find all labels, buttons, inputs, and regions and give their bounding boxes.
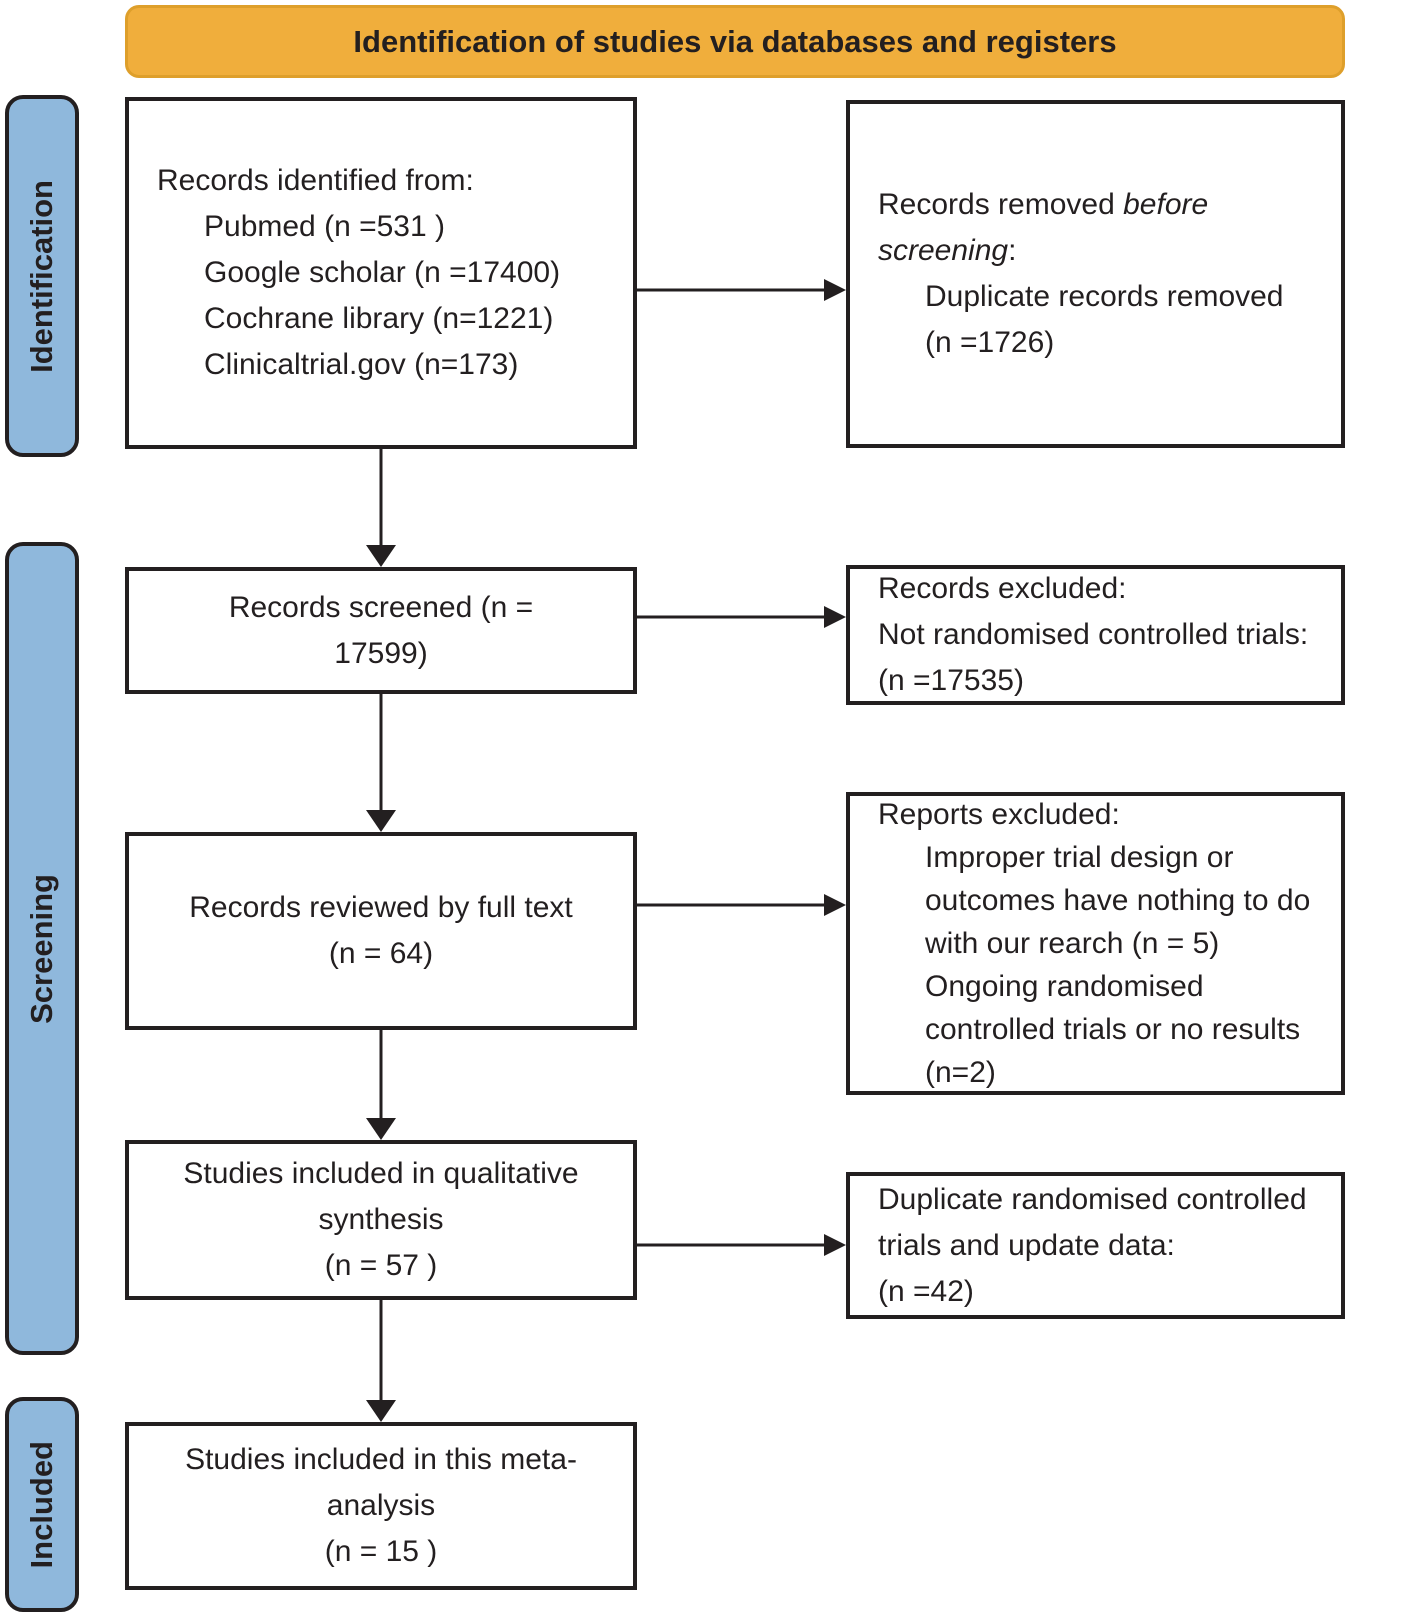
text-line: (n=2) bbox=[925, 1056, 996, 1089]
phase-identification: Identification bbox=[5, 95, 79, 457]
text-line: Duplicate randomised controlled bbox=[878, 1182, 1307, 1216]
text-segment-italic: screening bbox=[878, 234, 1009, 267]
phase-screening: Screening bbox=[5, 542, 79, 1355]
text-line: (n =1726) bbox=[925, 326, 1055, 359]
text-line: outcomes have nothing to do bbox=[925, 884, 1311, 917]
text-line: screening: bbox=[878, 228, 1331, 274]
text-line: Records removed before bbox=[878, 182, 1331, 228]
records-fulltext-box: Records reviewed by full text (n = 64) bbox=[125, 832, 637, 1030]
records-identified-box: Records identified from: Pubmed (n =531 … bbox=[125, 97, 637, 449]
arrow-down-qualitative-to-meta bbox=[364, 1300, 398, 1422]
text-line: 17599) bbox=[334, 636, 428, 670]
text-line: Cochrane library (n=1221) bbox=[204, 302, 554, 335]
text-line: Improper trial design or bbox=[925, 841, 1234, 874]
qualitative-synthesis-box: Studies included in qualitative synthesi… bbox=[125, 1140, 637, 1300]
phase-included: Included bbox=[5, 1397, 79, 1612]
text-line: Not randomised controlled trials: bbox=[878, 618, 1309, 651]
arrow-right-screened-to-excluded bbox=[637, 602, 846, 632]
arrow-down-fulltext-to-qualitative bbox=[364, 1030, 398, 1140]
text-line: (n = 15 ) bbox=[324, 1535, 438, 1568]
text-line: analysis bbox=[326, 1489, 436, 1522]
text-line: Records excluded: bbox=[878, 572, 1127, 605]
text-line: Clinicaltrial.gov (n=173) bbox=[204, 348, 519, 381]
text-segment: : bbox=[1008, 234, 1017, 267]
records-removed-box: Records removed before screening: Duplic… bbox=[846, 100, 1345, 448]
text-line: with our rearch (n = 5) bbox=[925, 927, 1220, 960]
reports-excluded-box: Reports excluded: Improper trial design … bbox=[846, 792, 1345, 1095]
text-segment-italic: before bbox=[1123, 188, 1209, 221]
phase-included-label: Included bbox=[24, 1440, 59, 1569]
arrow-right-qualitative-to-duplicates bbox=[637, 1230, 846, 1260]
text-line: synthesis bbox=[318, 1203, 444, 1236]
phase-identification-label: Identification bbox=[24, 179, 59, 373]
meta-analysis-box: Studies included in this meta- analysis … bbox=[125, 1422, 637, 1590]
banner-title: Identification of studies via databases … bbox=[125, 5, 1345, 78]
records-screened-box: Records screened (n = 17599) bbox=[125, 567, 637, 694]
text-line: Records reviewed by full text bbox=[189, 891, 573, 924]
arrow-right-fulltext-to-reports bbox=[637, 890, 846, 920]
text-line: (n = 57 ) bbox=[324, 1249, 438, 1282]
banner-title-text: Identification of studies via databases … bbox=[353, 23, 1117, 59]
text-line: Reports excluded: bbox=[878, 798, 1120, 831]
arrow-right-identified-to-removed bbox=[637, 275, 846, 305]
text-line: (n = 64) bbox=[328, 937, 434, 970]
duplicate-trials-box: Duplicate randomised controlled trials a… bbox=[846, 1172, 1345, 1319]
text-line: Records identified from: bbox=[157, 164, 474, 197]
phase-screening-label: Screening bbox=[24, 873, 59, 1024]
text-segment: Records removed bbox=[878, 188, 1124, 221]
text-line: (n =17535) bbox=[878, 664, 1024, 697]
text-line: Studies included in qualitative bbox=[183, 1157, 579, 1190]
arrow-down-screened-to-fulltext bbox=[364, 694, 398, 832]
text-line: Records screened (n = bbox=[228, 590, 534, 624]
arrow-down-identified-to-screened bbox=[364, 449, 398, 567]
records-excluded-box: Records excluded: Not randomised control… bbox=[846, 565, 1345, 705]
text-line: Ongoing randomised bbox=[925, 970, 1204, 1003]
text-line: trials and update data: bbox=[878, 1228, 1175, 1262]
text-line: Studies included in this meta- bbox=[185, 1443, 577, 1476]
text-line: Pubmed (n =531 ) bbox=[204, 210, 445, 243]
text-line: Google scholar (n =17400) bbox=[204, 256, 561, 289]
text-line: controlled trials or no results bbox=[925, 1013, 1301, 1046]
text-line: Duplicate records removed bbox=[925, 280, 1284, 313]
text-line: (n =42) bbox=[878, 1274, 974, 1308]
